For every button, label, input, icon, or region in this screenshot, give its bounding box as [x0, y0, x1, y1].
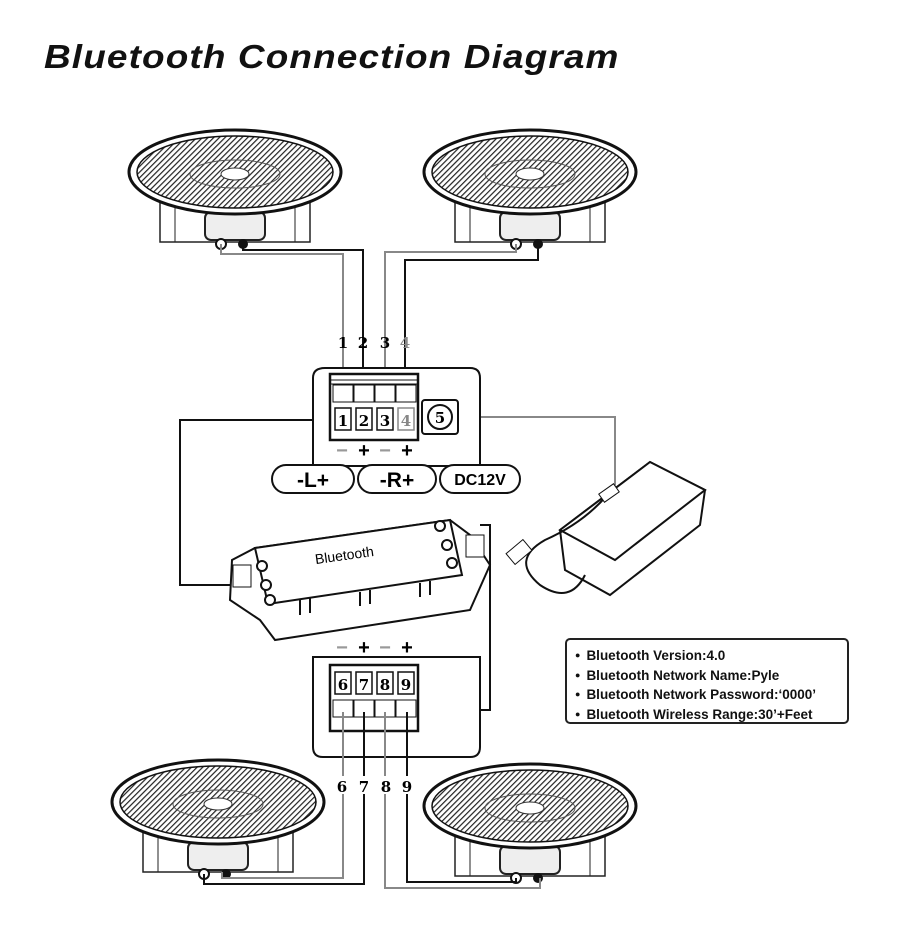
bluetooth-module: Bluetooth [228, 518, 492, 642]
terminal-number-2: 2 [358, 334, 368, 352]
speaker-top-right [422, 128, 638, 251]
polarity-minus: − [379, 440, 391, 462]
block-number-2: 2 [359, 412, 369, 430]
block-number-3: 3 [380, 412, 390, 430]
polarity-plus: + [401, 440, 413, 462]
polarity-minus: − [336, 637, 348, 659]
spec-item: Bluetooth Network Password:‘0000’ [575, 685, 847, 705]
speaker-top-left [127, 128, 343, 251]
bottom-terminal-numbers: 6 7 8 9 [336, 776, 414, 796]
dc-terminal-number: 5 [435, 409, 445, 427]
bottom-terminal-block: − + − + 6 7 8 9 [312, 637, 481, 758]
bottom-wires [203, 712, 541, 889]
polarity-plus: + [358, 637, 370, 659]
right-channel-label: -R+ [380, 469, 414, 492]
terminal-number-4: 4 [400, 334, 410, 352]
spec-item: Bluetooth Network Name:Pyle [575, 666, 847, 686]
terminal-number-8: 8 [381, 778, 391, 796]
polarity-plus: + [358, 440, 370, 462]
terminal-number-1: 1 [338, 334, 348, 352]
terminal-number-9: 9 [402, 778, 412, 796]
specs-info-box: Bluetooth Version:4.0 Bluetooth Network … [565, 638, 849, 724]
top-terminal-block: 1 2 3 4 5 − + − + [312, 367, 481, 467]
block-number-8: 8 [380, 676, 390, 694]
top-terminal-numbers: 1 2 3 4 [338, 334, 410, 352]
terminal-number-7: 7 [359, 778, 369, 796]
left-channel-label: -L+ [297, 469, 329, 492]
spec-item: Bluetooth Wireless Range:30’+Feet [575, 705, 847, 725]
dc-power-label: DC12V [454, 472, 506, 489]
speaker-bottom-right [422, 762, 638, 885]
block-number-1: 1 [338, 412, 348, 430]
block-number-9: 9 [401, 676, 411, 694]
block-number-4: 4 [401, 412, 411, 430]
power-adapter [505, 460, 707, 597]
top-wires [179, 244, 616, 711]
speaker-bottom-left [110, 758, 326, 881]
channel-labels: -L+ -R+ DC12V [271, 464, 521, 494]
block-number-6: 6 [338, 676, 348, 694]
terminal-number-6: 6 [337, 778, 347, 796]
diagram-title: Bluetooth Connection Diagram [44, 38, 620, 75]
polarity-minus: − [379, 637, 391, 659]
polarity-minus: − [336, 440, 348, 462]
block-number-7: 7 [359, 676, 369, 694]
terminal-number-3: 3 [380, 334, 390, 352]
spec-item: Bluetooth Version:4.0 [575, 646, 847, 666]
polarity-plus: + [401, 637, 413, 659]
